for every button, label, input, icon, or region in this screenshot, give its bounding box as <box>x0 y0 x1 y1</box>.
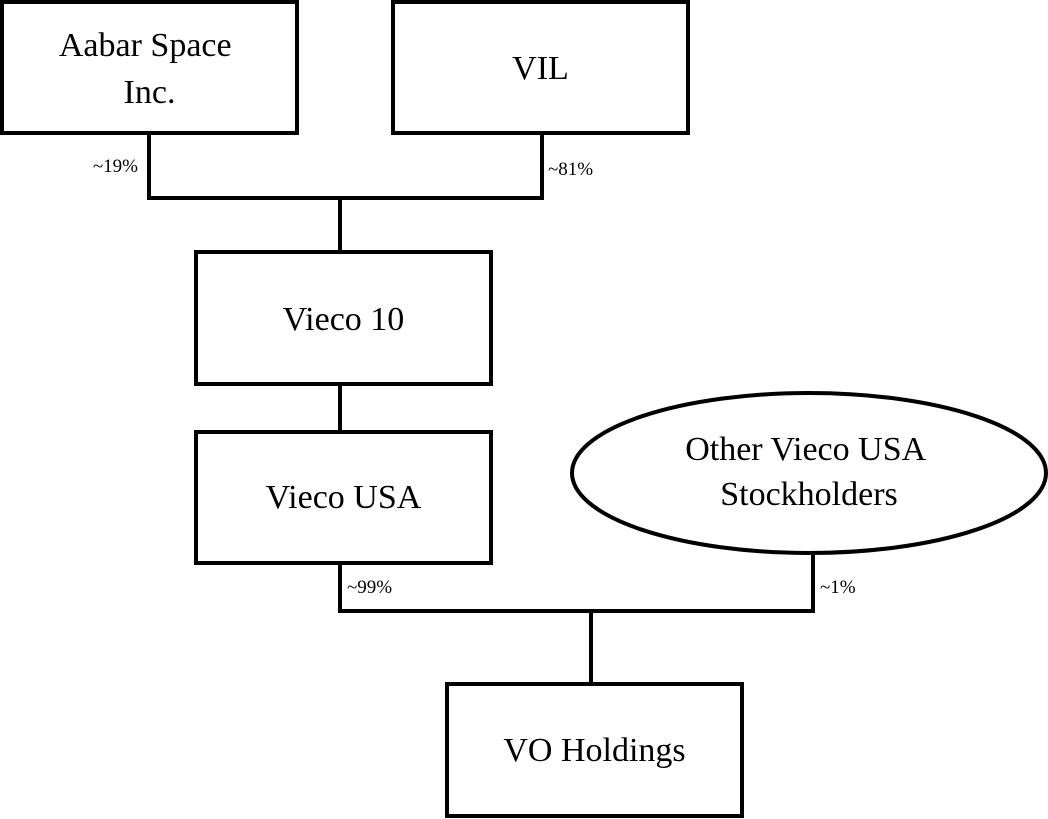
node-label-line: Aabar Space <box>59 27 232 64</box>
connector-vil <box>338 131 544 200</box>
node-label: Other Vieco USA Stockholders <box>685 431 933 513</box>
node-label: Aabar Space Inc. <box>59 27 240 111</box>
node-box <box>194 430 493 565</box>
node-aabar-space: Aabar Space Inc. <box>0 0 299 135</box>
pct-label-other: ~1% <box>820 577 856 598</box>
node-label: Vieco USA <box>266 479 422 516</box>
node-label-line: Stockholders <box>720 476 898 513</box>
connector-other <box>589 551 815 613</box>
connector-viecousa <box>338 561 593 613</box>
node-box <box>194 250 493 386</box>
node-label-line: Other Vieco USA <box>685 431 926 468</box>
node-box <box>391 0 690 135</box>
node-label-line: Inc. <box>124 74 176 111</box>
pct-label-viecousa: ~99% <box>347 577 392 598</box>
pct-label-aabar: ~19% <box>93 156 138 177</box>
connector-aabar <box>147 131 342 200</box>
node-box <box>445 682 744 818</box>
node-vieco-usa: Vieco USA <box>194 430 493 565</box>
node-label: Vieco 10 <box>283 301 405 338</box>
node-vo-holdings: VO Holdings <box>445 682 744 818</box>
node-label: VO Holdings <box>503 732 685 769</box>
node-label: VIL <box>512 50 569 87</box>
node-box <box>0 0 299 135</box>
node-other-stockholders: Other Vieco USA Stockholders <box>570 391 1048 555</box>
connectors <box>147 131 815 686</box>
node-ellipse <box>570 391 1048 555</box>
pct-label-vil: ~81% <box>548 159 593 180</box>
node-vil: VIL <box>391 0 690 135</box>
node-vieco-10: Vieco 10 <box>194 250 493 386</box>
